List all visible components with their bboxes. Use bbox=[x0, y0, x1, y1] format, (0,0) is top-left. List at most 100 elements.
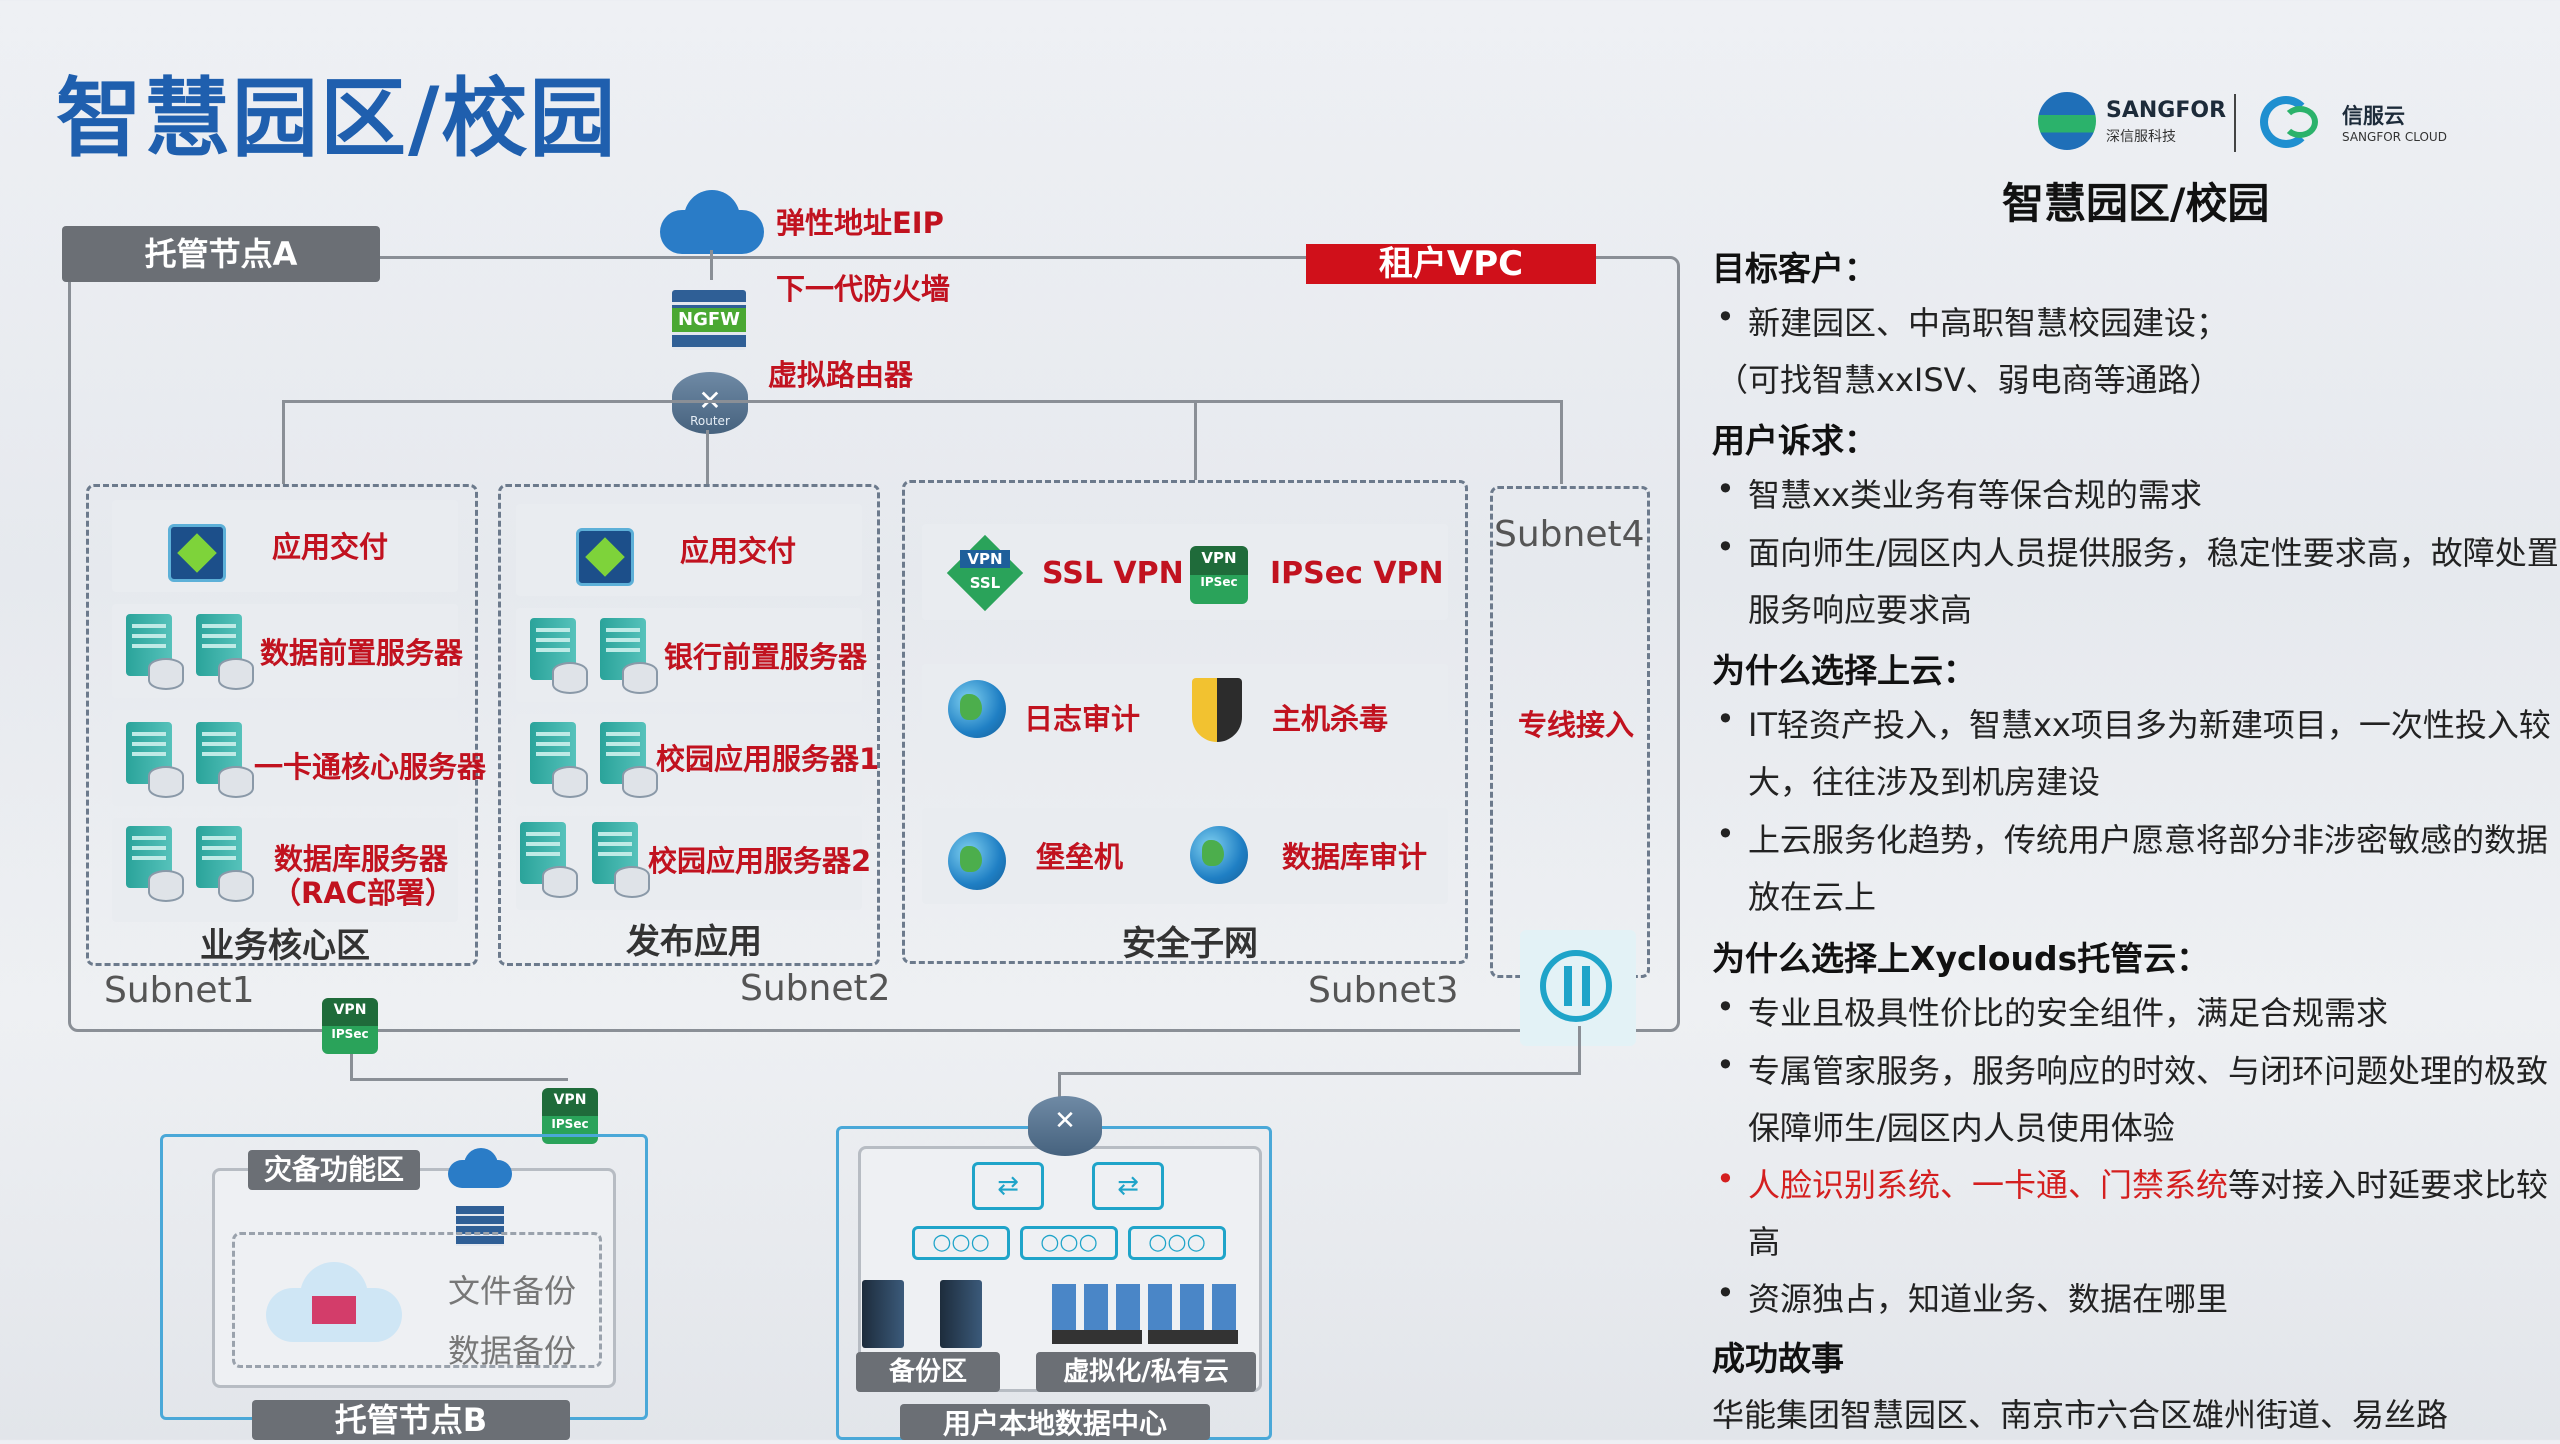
page-title: 智慧园区/校园 bbox=[56, 69, 618, 169]
section-bullet-cont: 保障师生/园区内人员使用体验 bbox=[1748, 1109, 2175, 1147]
server-icon bbox=[196, 826, 254, 902]
section-title: 目标客户： bbox=[1712, 249, 1877, 288]
router-icon: ✕ bbox=[1028, 1096, 1102, 1156]
section-bullet: 专属管家服务，服务响应的时效、与闭环问题处理的极致 bbox=[1748, 1052, 2549, 1090]
app-delivery-icon bbox=[576, 528, 634, 586]
section-title: 为什么选择上云： bbox=[1712, 651, 1976, 690]
hub-icon: ○○○ bbox=[1128, 1226, 1226, 1260]
vpn-badge: VPN bbox=[333, 1002, 367, 1018]
zone3-name: 安全子网 bbox=[1122, 924, 1258, 964]
server-icon bbox=[530, 722, 588, 798]
zone3-item-ssl-vpn: SSL VPN bbox=[1042, 556, 1184, 591]
section-title: 用户诉求： bbox=[1712, 421, 1877, 460]
brand2-name: 信服云 bbox=[2342, 104, 2405, 128]
zone-business-core bbox=[86, 484, 478, 966]
server-rack-icon bbox=[1052, 1284, 1142, 1344]
server-icon bbox=[196, 614, 254, 690]
backup-cloud-icon bbox=[266, 1262, 402, 1342]
vpn-badge: VPN bbox=[553, 1092, 587, 1108]
section-bullet: 智慧xx类业务有等保合规的需求 bbox=[1748, 476, 2202, 514]
section-extra: （可找智慧xxISV、弱电商等通路） bbox=[1716, 361, 2222, 399]
right-panel: SANGFOR 深信服科技 信服云 SANGFOR CLOUD 智慧园区/校园 … bbox=[1712, 0, 2560, 1440]
section-bullet-cont: 大，往往涉及到机房建设 bbox=[1748, 763, 2101, 801]
subnet2-label: Subnet2 bbox=[740, 968, 891, 1009]
sangfor-logo bbox=[2038, 92, 2096, 150]
server-icon bbox=[126, 722, 184, 798]
router-icon: ✕ Router bbox=[672, 372, 748, 434]
globe-icon bbox=[1190, 826, 1248, 884]
brand2-sub: SANGFOR CLOUD bbox=[2342, 130, 2447, 144]
firewall-icon bbox=[456, 1206, 504, 1246]
ipsec-badge: IPSec bbox=[551, 1117, 589, 1131]
globe-icon bbox=[948, 680, 1006, 738]
server-icon bbox=[126, 826, 184, 902]
zone1-item-card-core: 一卡通核心服务器 bbox=[254, 750, 487, 784]
section-title: 成功故事 bbox=[1712, 1339, 1844, 1378]
section-bullet-cont: 服务响应要求高 bbox=[1748, 591, 1973, 629]
bullet-icon: • bbox=[1716, 1160, 1735, 1198]
zone-security-subnet bbox=[902, 480, 1468, 964]
server-icon bbox=[126, 614, 184, 690]
zone3-item-bastion: 堡垒机 bbox=[1036, 840, 1124, 874]
zone1-item-data-frontend: 数据前置服务器 bbox=[260, 636, 464, 670]
switch-icon: ⇄ bbox=[1092, 1162, 1164, 1210]
bullet-icon: • bbox=[1716, 528, 1735, 566]
vpc-frame bbox=[68, 256, 1680, 1032]
section-bullet-cont: 放在云上 bbox=[1748, 878, 1877, 916]
zone3-item-ipsec-vpn: IPSec VPN bbox=[1270, 556, 1444, 591]
section-bullet: 资源独占，知道业务、数据在哪里 bbox=[1748, 1280, 2229, 1318]
router-label: 虚拟路由器 bbox=[768, 358, 914, 392]
data-backup-label: 数据备份 bbox=[448, 1332, 577, 1370]
subnet4-label: Subnet4 bbox=[1494, 514, 1645, 555]
bullet-icon: • bbox=[1716, 988, 1735, 1026]
hub-icon: ○○○ bbox=[912, 1226, 1010, 1260]
bullet-icon: • bbox=[1716, 700, 1735, 738]
section-title: 为什么选择上Xyclouds托管云： bbox=[1712, 939, 2210, 978]
zone4-item-dedicated-line: 专线接入 bbox=[1518, 708, 1635, 742]
bullet-icon: • bbox=[1716, 298, 1735, 336]
zone3-item-log-audit: 日志审计 bbox=[1024, 702, 1141, 736]
app-delivery-icon bbox=[168, 524, 226, 582]
dr-zone-label: 灾备功能区 bbox=[248, 1150, 420, 1190]
brand1-name: SANGFOR bbox=[2106, 98, 2227, 123]
hub-icon: ○○○ bbox=[1020, 1226, 1118, 1260]
server-rack-icon bbox=[1148, 1284, 1238, 1344]
section-bullet-highlight: 人脸识别系统、一卡通、门禁系统等对接入时延要求比较 bbox=[1748, 1160, 2548, 1206]
vpc-label: 租户VPC bbox=[1306, 244, 1596, 284]
zone2-item-bank-frontend: 银行前置服务器 bbox=[664, 640, 868, 674]
local-dc-inner bbox=[858, 1146, 1262, 1392]
ipsec-badge: IPSec bbox=[1200, 575, 1238, 589]
node-b-label: 托管节点B bbox=[252, 1400, 570, 1440]
node-a-label: 托管节点A bbox=[62, 226, 380, 282]
file-backup-label: 文件备份 bbox=[448, 1272, 577, 1310]
zone3-item-antivirus: 主机杀毒 bbox=[1272, 702, 1389, 736]
storage-icon bbox=[940, 1280, 982, 1348]
server-icon bbox=[592, 822, 650, 898]
eip-label: 弹性地址EIP bbox=[776, 206, 944, 240]
globe-icon bbox=[948, 832, 1006, 890]
dr-zone bbox=[212, 1168, 616, 1388]
highlight-rest: 等对接入时延要求比较 bbox=[2228, 1166, 2549, 1204]
zone2-name: 发布应用 bbox=[626, 922, 762, 962]
server-icon bbox=[600, 618, 658, 694]
bullet-icon: • bbox=[1716, 1046, 1735, 1084]
storage-icon bbox=[862, 1280, 904, 1348]
highlight-text: 人脸识别系统、一卡通、门禁系统 bbox=[1748, 1166, 2229, 1204]
zone1-item-rac: （RAC部署） bbox=[272, 876, 455, 910]
zone2-item-campus-app1: 校园应用服务器1 bbox=[656, 742, 880, 776]
zone1-item-app-delivery: 应用交付 bbox=[272, 530, 389, 564]
vpn-icon: VPN IPSec bbox=[322, 998, 378, 1054]
section-bullet: 面向师生/园区内人员提供服务，稳定性要求高，故障处置 bbox=[1748, 534, 2559, 572]
ipsec-vpn-icon: VPN IPSec bbox=[1190, 546, 1248, 604]
subnet3-label: Subnet3 bbox=[1308, 970, 1459, 1011]
section-bullet-cont: 高 bbox=[1748, 1223, 1781, 1261]
bullet-icon: • bbox=[1716, 815, 1735, 853]
vpn-badge: VPN bbox=[960, 550, 1010, 568]
zone1-name: 业务核心区 bbox=[200, 926, 370, 966]
zone-publish-app bbox=[498, 484, 880, 966]
section-bullet: 专业且极具性价比的安全组件，满足合规需求 bbox=[1748, 994, 2389, 1032]
ssl-vpn-icon: VPN SSL bbox=[944, 534, 1026, 612]
ipsec-badge: IPSec bbox=[331, 1027, 369, 1041]
switch-icon: ⇄ bbox=[972, 1162, 1044, 1210]
vpn-badge: VPN bbox=[1201, 549, 1237, 567]
